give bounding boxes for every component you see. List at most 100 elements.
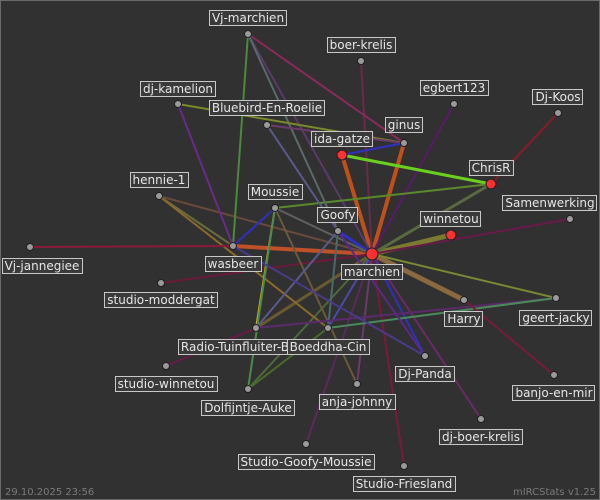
node-studio-moddergat [157, 279, 165, 287]
edge-vj-marchien-goofy [247, 33, 339, 232]
footer-credit: mIRCStats v1.25 [513, 487, 596, 498]
nodes-layer [26, 30, 574, 470]
edge-marchien-moussie [274, 207, 373, 255]
node-label-text: Dolfijntje-Auke [204, 401, 292, 415]
node-dj-boer-krelis [477, 415, 485, 423]
node-label-dj-kamelion: dj-kamelion [140, 81, 216, 97]
node-label-text: hennie-1 [133, 173, 186, 187]
node-egbert123 [450, 100, 458, 108]
node-label-harry: Harry [444, 311, 483, 327]
edge-ida-gatze-chrisr [340, 153, 493, 186]
node-dolfijntje-auke [244, 385, 252, 393]
node-label-vj-marchien: Vj-marchien [209, 10, 287, 26]
node-label-hennie-1: hennie-1 [130, 172, 189, 188]
edge-marchien-ida-gatze [340, 153, 374, 256]
node-label-text: ida-gatze [314, 132, 370, 146]
node-label-banjo-en-mir: banjo-en-mir [512, 385, 595, 401]
node-label-text: Goofy [320, 208, 355, 222]
node-label-goofy: Goofy [317, 207, 358, 223]
node-label-text: Moussie [251, 185, 300, 199]
node-label-chrisr: ChrisR [469, 160, 514, 176]
edge-marchien-wasbeer [231, 244, 374, 256]
node-label-boeddha-cin: Boeddha-Cin [287, 339, 370, 355]
node-label-ginus: ginus [385, 117, 423, 133]
node-label-box [420, 211, 481, 227]
node-label-box [311, 131, 373, 147]
edge-goofy-boeddha-cin [327, 230, 339, 329]
node-label-text: Dj-Panda [398, 367, 452, 381]
node-dj-kamelion [174, 100, 182, 108]
edge-dolfijntje-auke-boeddha-cin [247, 327, 329, 390]
node-label-box [205, 256, 262, 272]
node-label-box [317, 207, 358, 223]
node-boeddha-cin [324, 324, 332, 332]
node-label-text: Dj-Koos [535, 90, 580, 104]
node-winnetou [445, 229, 457, 241]
node-studio-winnetou [162, 362, 170, 370]
node-label-studio-friesland: Studio-Friesland [353, 476, 456, 492]
edge-marchien-samenwerking [371, 218, 571, 255]
edge-ida-gatze-ginus [341, 142, 405, 156]
node-label-studio-goofy-moussie: Studio-Goofy-Moussie [238, 454, 375, 470]
node-label-box [2, 258, 83, 274]
node-label-text: studio-moddergat [107, 293, 215, 307]
node-vj-marchien [244, 30, 252, 38]
node-label-egbert123: egbert123 [420, 80, 489, 96]
edges-layer [29, 33, 571, 467]
node-label-text: Samenwerking [505, 196, 594, 210]
edge-vj-jannegiee-wasbeer [29, 245, 234, 248]
node-label-box [469, 160, 514, 176]
node-label-text: banjo-en-mir [515, 386, 592, 400]
node-label-text: Vj-jannegiee [5, 259, 80, 273]
node-label-text: Bluebird-En-Roelie [212, 101, 322, 115]
node-label-text: studio-winnetou [118, 377, 215, 391]
node-label-box [420, 80, 489, 96]
node-label-box [104, 292, 218, 308]
node-label-text: ginus [388, 118, 420, 132]
edge-marchien-boer-krelis [360, 60, 373, 255]
node-label-box [385, 117, 423, 133]
edge-wasbeer-dj-panda [232, 245, 426, 357]
node-label-text: geert-jacky [522, 311, 589, 325]
node-wasbeer [229, 242, 237, 250]
node-label-box [502, 195, 597, 211]
node-label-box [327, 37, 396, 53]
node-label-vj-jannegiee: Vj-jannegiee [2, 258, 83, 274]
node-label-wasbeer: wasbeer [205, 256, 262, 272]
node-banjo-en-mir [550, 371, 558, 379]
node-samenwerking [566, 215, 574, 223]
node-radio-tuinfluiter [252, 324, 260, 332]
node-label-box [353, 476, 456, 492]
node-label-geert-jacky: geert-jacky [519, 310, 592, 326]
edge-marchien-harry [369, 251, 467, 303]
node-moussie [271, 204, 279, 212]
node-label-box [248, 184, 303, 200]
node-label-text: Harry [447, 312, 480, 326]
edge-marchien-studio-friesland [371, 253, 405, 467]
node-vj-jannegiee [26, 243, 34, 251]
node-label-box [209, 100, 325, 116]
edge-vj-marchien-wasbeer [232, 33, 249, 247]
node-label-text: wasbeer [208, 257, 259, 271]
node-hennie-1 [155, 192, 163, 200]
node-label-text: ChrisR [472, 161, 511, 175]
node-label-box [130, 172, 189, 188]
node-label-box [439, 429, 523, 445]
node-label-text: anja-johnny [322, 395, 393, 409]
node-ida-gatze [336, 149, 348, 161]
node-bluebird [263, 121, 271, 129]
node-dj-koos [554, 109, 562, 117]
node-label-text: Vj-marchien [212, 11, 284, 25]
edge-marchien-goofy [336, 229, 374, 256]
node-label-text: boer-krelis [330, 38, 393, 52]
node-label-studio-moddergat: studio-moddergat [104, 292, 218, 308]
edge-marchien-egbert123 [371, 103, 455, 255]
node-label-text: dj-boer-krelis [442, 430, 520, 444]
node-label-text: marchien [344, 265, 400, 279]
node-label-dj-panda: Dj-Panda [395, 366, 455, 382]
edge-moussie-dolfijntje-auke [247, 207, 276, 390]
node-label-dj-boer-krelis: dj-boer-krelis [439, 429, 523, 445]
node-geert-jacky [552, 294, 560, 302]
